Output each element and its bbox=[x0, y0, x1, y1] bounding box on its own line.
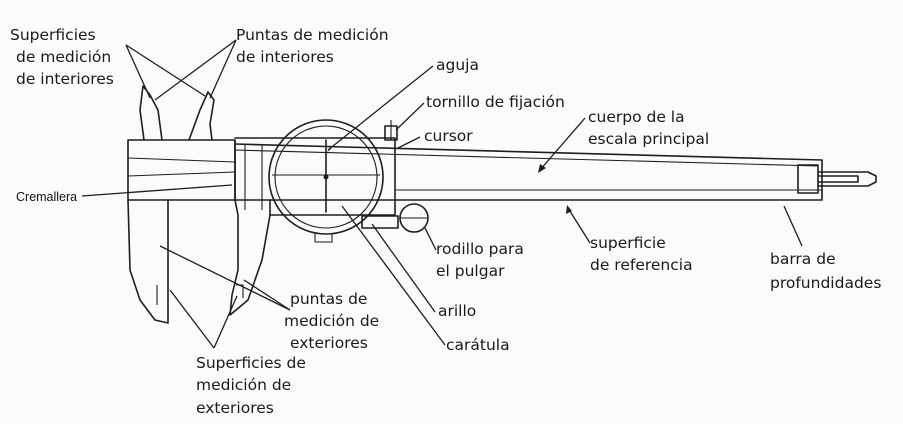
label-puntas-interiores-2: de interiores bbox=[236, 48, 334, 66]
main-scale-beam bbox=[127, 139, 823, 201]
depth-bar bbox=[817, 171, 877, 187]
svg-text:cursor: cursor bbox=[424, 127, 473, 145]
label-puntas-exteriores-1: puntas de bbox=[290, 290, 367, 308]
svg-text:de referencia: de referencia bbox=[590, 256, 693, 274]
label-superficies-exteriores-2: medición de bbox=[196, 376, 291, 394]
label-superficies-interiores-3: de interiores bbox=[16, 70, 114, 88]
thumb-roller bbox=[361, 203, 429, 233]
svg-text:rodillo para: rodillo para bbox=[436, 240, 524, 258]
svg-text:de interiores: de interiores bbox=[16, 70, 114, 88]
svg-text:Puntas de medición: Puntas de medición bbox=[236, 26, 389, 44]
svg-text:arillo: arillo bbox=[438, 302, 476, 320]
svg-text:Superficies: Superficies bbox=[10, 26, 96, 44]
label-cremallera: Cremallera bbox=[16, 190, 77, 204]
svg-text:profundidades: profundidades bbox=[770, 274, 881, 292]
label-barra-1: barra de bbox=[770, 250, 836, 268]
label-barra-2: profundidades bbox=[770, 274, 881, 292]
svg-text:el pulgar: el pulgar bbox=[436, 262, 505, 280]
svg-text:puntas de: puntas de bbox=[290, 290, 367, 308]
svg-text:superficie: superficie bbox=[590, 234, 666, 252]
label-arillo: arillo bbox=[438, 302, 476, 320]
leader-lines bbox=[81, 39, 803, 349]
fixed-jaw bbox=[127, 85, 169, 324]
label-puntas-exteriores-3: exteriores bbox=[290, 334, 368, 352]
label-tornillo: tornillo de fijación bbox=[426, 93, 565, 111]
svg-text:Superficies de: Superficies de bbox=[196, 354, 306, 372]
label-rodillo-2: el pulgar bbox=[436, 262, 505, 280]
svg-text:tornillo de fijación: tornillo de fijación bbox=[426, 93, 565, 111]
label-superficie-ref-2: de referencia bbox=[590, 256, 693, 274]
svg-text:exteriores: exteriores bbox=[290, 334, 368, 352]
svg-text:Cremallera: Cremallera bbox=[16, 190, 77, 204]
label-cuerpo-2: escala principal bbox=[588, 130, 709, 148]
label-puntas-exteriores-2: medición de bbox=[284, 312, 379, 330]
label-puntas-interiores-1: Puntas de medición bbox=[236, 26, 389, 44]
svg-text:carátula: carátula bbox=[446, 336, 510, 354]
label-aguja: aguja bbox=[436, 56, 479, 74]
label-superficies-interiores-2: de medición bbox=[16, 48, 111, 66]
label-cursor: cursor bbox=[424, 127, 473, 145]
svg-text:escala principal: escala principal bbox=[588, 130, 709, 148]
svg-text:medición de: medición de bbox=[284, 312, 379, 330]
svg-text:de interiores: de interiores bbox=[236, 48, 334, 66]
clamp-screw bbox=[384, 120, 398, 141]
label-cuerpo-1: cuerpo de la bbox=[588, 108, 685, 126]
label-rodillo-1: rodillo para bbox=[436, 240, 524, 258]
labels: Superficies de medición de interiores Pu… bbox=[10, 26, 881, 417]
svg-text:exteriores: exteriores bbox=[196, 399, 274, 417]
svg-text:de medición: de medición bbox=[16, 48, 111, 66]
label-superficies-interiores-1: Superficies bbox=[10, 26, 96, 44]
dial bbox=[268, 119, 384, 243]
label-superficie-ref-1: superficie bbox=[590, 234, 666, 252]
sliding-jaw bbox=[188, 91, 396, 316]
label-superficies-exteriores-3: exteriores bbox=[196, 399, 274, 417]
svg-text:barra de: barra de bbox=[770, 250, 836, 268]
label-superficies-exteriores-1: Superficies de bbox=[196, 354, 306, 372]
label-caratula: carátula bbox=[446, 336, 510, 354]
svg-text:cuerpo de la: cuerpo de la bbox=[588, 108, 685, 126]
svg-text:medición de: medición de bbox=[196, 376, 291, 394]
svg-text:aguja: aguja bbox=[436, 56, 479, 74]
